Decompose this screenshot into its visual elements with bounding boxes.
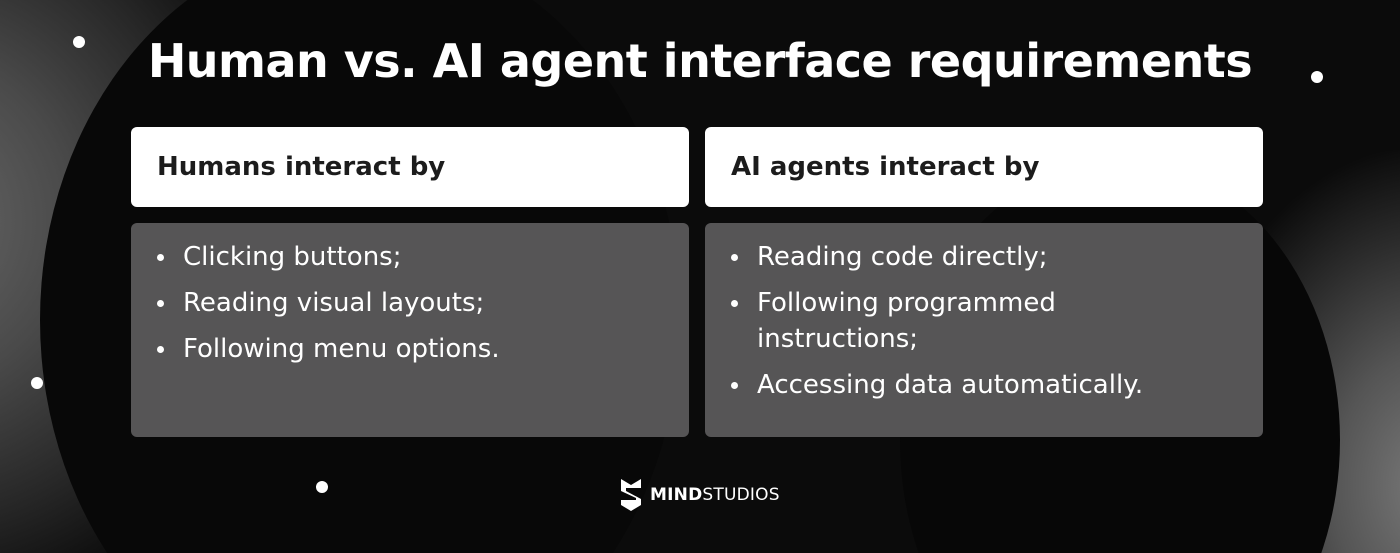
brand-logo: MINDSTUDIOS [620, 478, 780, 512]
page-title: Human vs. AI agent interface requirement… [147, 34, 1253, 88]
mind-studios-logo-icon [621, 479, 641, 511]
decorative-dot [73, 36, 85, 48]
humans-column: Humans interact by Clicking buttons; Rea… [131, 127, 689, 437]
humans-column-body: Clicking buttons; Reading visual layouts… [131, 223, 689, 437]
list-item: Reading code directly; [731, 239, 1243, 275]
bullet-icon [731, 300, 738, 307]
bullet-icon [731, 254, 738, 261]
list-item: Following programmed instructions; [731, 285, 1097, 357]
humans-column-header: Humans interact by [131, 127, 689, 207]
ai-agents-column-body: Reading code directly; Following program… [705, 223, 1263, 437]
ai-agents-list: Reading code directly; Following program… [731, 239, 1243, 403]
decorative-dot [316, 481, 328, 493]
decorative-dot [1311, 71, 1323, 83]
list-item: Following menu options. [157, 331, 669, 367]
bullet-icon [157, 300, 164, 307]
humans-list: Clicking buttons; Reading visual layouts… [157, 239, 669, 367]
bullet-icon [731, 382, 738, 389]
decorative-dot [31, 377, 43, 389]
list-item: Clicking buttons; [157, 239, 669, 275]
ai-agents-column: AI agents interact by Reading code direc… [705, 127, 1263, 437]
bullet-icon [157, 346, 164, 353]
brand-name: MINDSTUDIOS [650, 485, 780, 505]
list-item: Accessing data automatically. [731, 367, 1243, 403]
list-item: Reading visual layouts; [157, 285, 669, 321]
ai-agents-column-header: AI agents interact by [705, 127, 1263, 207]
bullet-icon [157, 254, 164, 261]
